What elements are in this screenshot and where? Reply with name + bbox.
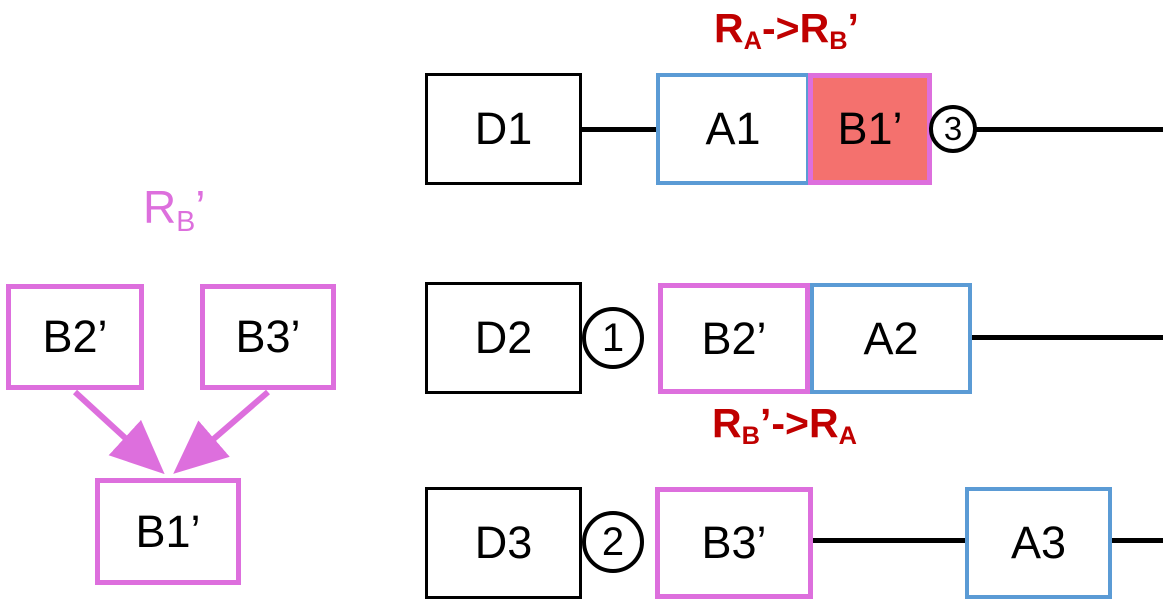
block-a3: A3 bbox=[965, 487, 1112, 599]
block-a2: A2 bbox=[810, 283, 972, 394]
annotation-text: ’ bbox=[847, 5, 859, 51]
step-badge-3: 3 bbox=[929, 105, 977, 153]
block-b2-prime: B2’ bbox=[658, 283, 810, 394]
left-node-b3-prime: B3’ bbox=[200, 284, 336, 390]
connector-d1-a1 bbox=[578, 127, 660, 132]
step-badge-1: 1 bbox=[582, 307, 644, 369]
block-label: B3’ bbox=[701, 517, 767, 568]
annotation-text: ->R bbox=[761, 5, 830, 51]
annotation-rb-prime-to-ra: RB’->RA bbox=[712, 400, 857, 451]
block-label: B2’ bbox=[701, 312, 767, 364]
left-title-subscript: B bbox=[176, 205, 196, 238]
annotation-text: R bbox=[714, 5, 744, 51]
block-b1-prime-highlighted: B1’ bbox=[808, 73, 932, 185]
disk-box-d1: D1 bbox=[425, 73, 582, 185]
annotation-text: ’->R bbox=[759, 400, 839, 446]
annotation-subscript: B bbox=[829, 27, 848, 56]
disk-label: D1 bbox=[474, 103, 533, 154]
arrow-b3-to-b1 bbox=[173, 389, 270, 474]
disk-box-d3: D3 bbox=[425, 487, 582, 599]
step-badge-2: 2 bbox=[582, 511, 644, 573]
left-node-label: B3’ bbox=[235, 311, 301, 362]
block-label: B1’ bbox=[837, 103, 903, 154]
left-node-b1-prime: B1’ bbox=[95, 478, 241, 585]
block-b3-prime: B3’ bbox=[655, 487, 813, 599]
block-label: A1 bbox=[705, 103, 761, 154]
annotation-ra-to-rb-prime: RA->RB’ bbox=[714, 5, 859, 56]
disk-label: D2 bbox=[474, 312, 533, 363]
connector-row3-right bbox=[1108, 538, 1163, 543]
left-title-prime: ’ bbox=[195, 181, 206, 233]
left-group-title: RB’ bbox=[143, 180, 206, 236]
disk-box-d2: D2 bbox=[425, 282, 582, 394]
left-node-label: B2’ bbox=[42, 311, 108, 362]
annotation-subscript: B bbox=[741, 422, 760, 451]
left-node-b2-prime: B2’ bbox=[6, 284, 144, 390]
badge-number: 3 bbox=[943, 110, 963, 147]
block-label: A2 bbox=[863, 312, 919, 364]
connector-row1-right bbox=[973, 127, 1163, 132]
block-a1: A1 bbox=[656, 73, 810, 185]
badge-number: 1 bbox=[601, 315, 625, 360]
annotation-subscript: A bbox=[838, 422, 857, 451]
left-node-label: B1’ bbox=[135, 505, 201, 557]
annotation-text: R bbox=[712, 400, 742, 446]
disk-label: D3 bbox=[474, 517, 533, 568]
arrow-b2-to-b1 bbox=[72, 389, 165, 475]
connector-row2-right bbox=[970, 335, 1163, 340]
badge-number: 2 bbox=[601, 519, 625, 564]
left-title-base: R bbox=[143, 181, 177, 233]
annotation-subscript: A bbox=[743, 27, 762, 56]
block-label: A3 bbox=[1010, 517, 1067, 568]
connector-b3-a3 bbox=[811, 538, 967, 543]
